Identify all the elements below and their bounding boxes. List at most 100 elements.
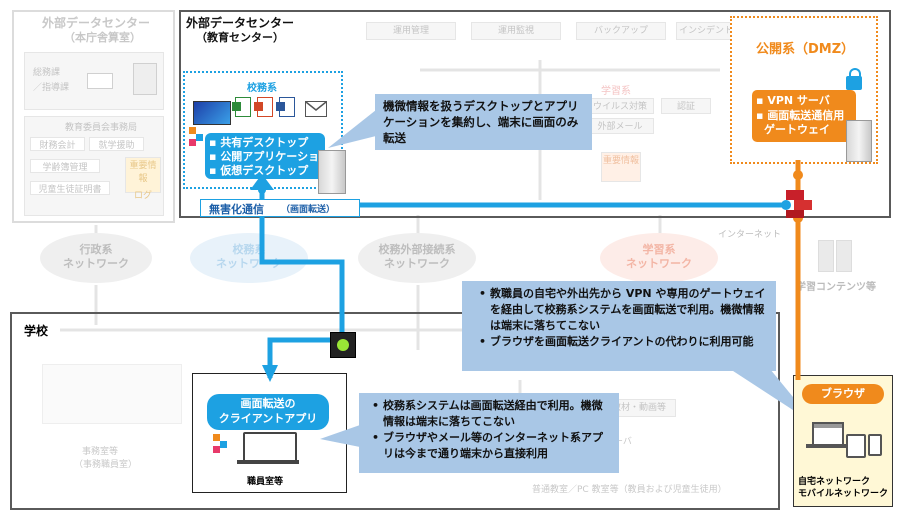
board-title: 教育委員会事務局	[65, 123, 138, 133]
vpn-server-label: VPN サーバ	[767, 94, 830, 107]
tab-unyou-kanshi: 運用監視	[471, 22, 561, 40]
gyosei-label-2: ネットワーク	[63, 257, 129, 270]
muanka-label: 無害化通信	[209, 203, 264, 216]
koumu-gaibu-label-1: 校務外部接続系	[378, 243, 456, 256]
gakushu-network-cloud: 学習系ネットワーク	[600, 233, 718, 283]
dept-label-1: 総務課	[33, 68, 61, 78]
important-info-db-icon: 重要情報 ログ	[125, 157, 161, 201]
dmz-title: 公開系（DMZ）	[756, 42, 855, 57]
koumu-network-cloud: 校務系ネットワーク	[190, 233, 308, 283]
printer-icon	[133, 63, 157, 95]
callout-bottom-item-2: ブラウザやメール等のインターネット系アプリは今まで通り端末から直接利用	[372, 430, 613, 462]
contents-label: 学習コンテンツ等	[796, 282, 876, 293]
gyosei-network-cloud: 行政系ネットワーク	[40, 233, 152, 283]
content-server-icon	[818, 240, 834, 272]
koumu-label: 校務系	[247, 83, 277, 94]
content-server-icon-2	[836, 240, 852, 272]
dept-label-2: ／指導課	[33, 83, 70, 93]
cell-shugaku: 就学援助	[89, 137, 144, 151]
important-info-label: 重要情報	[129, 161, 157, 184]
smartphone-icon	[868, 434, 882, 456]
gateway-label-1: 画面転送通信用	[767, 109, 845, 122]
callout-right: 教職員の自宅や外出先から VPN や専用のゲートウェイを経由して校務系システムを…	[462, 281, 776, 371]
arrow-up-koumu	[250, 174, 274, 190]
koumu-app-list: ▪ 共有デスクトップ ▪ 公開アプリケーション ▪ 仮想デスクトップ	[205, 133, 330, 179]
browser-pill: ブラウザ	[802, 384, 884, 404]
auth-box: 認証	[661, 98, 711, 114]
dmz-item-list: ▪ VPN サーバ ▪ 画面転送通信用 ゲートウェイ	[752, 90, 856, 142]
gyosei-label-1: 行政系	[79, 243, 113, 256]
school-title: 学校	[24, 324, 49, 338]
client-app-label-1: 画面転送の	[240, 397, 296, 410]
home-network-box: ブラウザ 自宅ネットワーク モバイルネットワーク	[793, 375, 893, 507]
koumu-gaibu-network-cloud: 校務外部接続系ネットワーク	[358, 233, 476, 283]
main-datacenter-frame: 外部データセンター （教育センター） 運用管理 運用監視 バックアップ インシデ…	[179, 10, 891, 218]
koumu-gaibu-label-2: ネットワーク	[384, 257, 450, 270]
word-icon	[276, 97, 295, 117]
jimushitsu-sub: （事務職員室）	[74, 460, 138, 470]
jimushitsu-area	[42, 364, 182, 424]
home-laptop-icon	[812, 422, 844, 446]
staff-room-label: 職員室等	[247, 477, 284, 487]
cell-shomei: 児童生徒証明書	[30, 181, 110, 195]
muanka-sub-label: （画面転送）	[281, 205, 336, 215]
board-box: 教育委員会事務局 財務会計 就学援助 学齢簿管理 重要情報 ログ 児童生徒証明書	[24, 116, 164, 216]
internet-label: インターネット	[718, 230, 782, 240]
mail-icon	[305, 101, 327, 117]
tab-backup: バックアップ	[576, 22, 666, 40]
client-app-pill: 画面転送の クライアントアプリ	[207, 394, 329, 430]
left-depts-box: 総務課 ／指導課	[24, 52, 164, 110]
koumu-server-icon	[318, 150, 346, 194]
school-frame: 学校 事務室等 （事務職員室） 教材・動画等 情報サーバ 普通教室／PC 教室等…	[10, 312, 780, 510]
staff-laptop-icon	[237, 432, 299, 464]
client-app-label-2: クライアントアプリ	[218, 412, 318, 425]
gakushu-label-faded: 学習系	[601, 86, 631, 97]
main-datacenter-subtitle: （教育センター）	[196, 31, 284, 44]
excel-icon	[232, 97, 251, 117]
koumu-net-label-1: 校務系	[232, 243, 266, 256]
dmz-server-icon	[846, 120, 872, 162]
muanka-label-box: 無害化通信 （画面転送）	[200, 199, 360, 217]
callout-bottom-item-1: 校務系システムは画面転送経由で利用。機微情報は端末に落ちてこない	[372, 398, 613, 430]
koumu-box: 校務系 ▪ 共有デスクトップ ▪ 公開アプリケーション ▪ 仮想デスクトップ	[183, 71, 343, 189]
published-app-label: 公開アプリケーション	[220, 150, 331, 163]
cell-gakurei: 学齢簿管理	[30, 159, 100, 173]
callout-right-item-2: ブラウザを画面転送クライアントの代わりに利用可能	[479, 334, 768, 350]
koumu-to-school-line	[259, 190, 345, 340]
gakushu-label-2: ネットワーク	[626, 257, 692, 270]
school-switch-icon	[330, 332, 356, 358]
staff-room-box: 画面転送の クライアントアプリ 職員室等	[192, 373, 347, 493]
callout-top: 機微情報を扱うデスクトップとアプリケーションを集約し、端末に画面のみ転送	[375, 94, 592, 150]
important-info-faded: 重要情報	[601, 152, 641, 182]
vdi-client-logo-icon	[213, 434, 227, 453]
callout-right-item-1: 教職員の自宅や外出先から VPN や専用のゲートウェイを経由して校務系システムを…	[479, 286, 768, 334]
home-caption-1: 自宅ネットワーク	[798, 477, 871, 487]
callout-top-tail	[328, 110, 376, 148]
vdi-logo-icon	[189, 127, 203, 146]
shared-desktop-label: 共有デスクトップ	[220, 136, 309, 149]
main-datacenter-title: 外部データセンター	[186, 16, 295, 30]
classroom-label: 普通教室／PC 教室等（教員および児童生徒用）	[532, 485, 727, 495]
desktop-screen-icon	[193, 101, 231, 125]
arrow-down-staff	[262, 365, 278, 382]
left-datacenter-subtitle: （本庁舎算室）	[64, 31, 141, 44]
left-datacenter-title: 外部データセンター	[42, 16, 151, 30]
jimushitsu-label: 事務室等	[82, 447, 119, 457]
virus-box: ウイルス対策	[586, 98, 654, 114]
cell-zaimu: 財務会計	[30, 137, 85, 151]
callout-bottom: 校務系システムは画面転送経由で利用。機微情報は端末に落ちてこない ブラウザやメー…	[359, 393, 619, 473]
home-laptop-base	[806, 444, 850, 448]
firewall-icon	[786, 190, 812, 218]
lock-icon	[846, 68, 862, 90]
left-datacenter-frame: 外部データセンター （本庁舎算室） 総務課 ／指導課 教育委員会事務局 財務会計…	[12, 10, 175, 223]
virtual-desktop-label: 仮想デスクトップ	[220, 164, 309, 177]
laptop-icon	[87, 73, 113, 89]
powerpoint-icon	[254, 97, 273, 117]
tab-unyou-kanri: 運用管理	[366, 22, 456, 40]
dmz-box: 公開系（DMZ） ▪ VPN サーバ ▪ 画面転送通信用 ゲートウェイ	[730, 16, 878, 164]
gateway-label-2: ゲートウェイ	[764, 123, 830, 136]
gakushu-label-1: 学習系	[642, 243, 676, 256]
tablet-icon	[846, 434, 866, 458]
